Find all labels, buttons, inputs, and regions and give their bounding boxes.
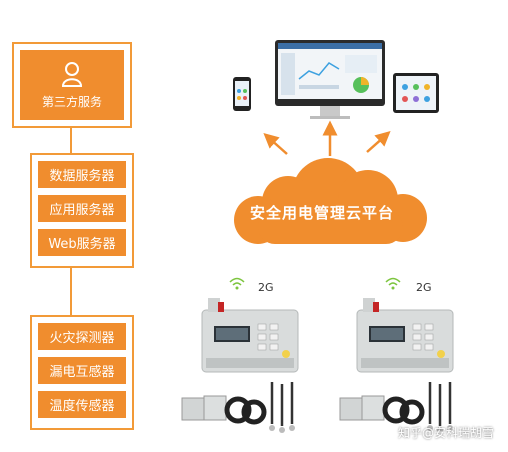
third-party-label: 第三方服务 (41, 94, 102, 109)
sensor-item-leak: 漏电互感器 (38, 357, 126, 384)
server-item-web: Web服务器 (38, 229, 126, 256)
devices-illustration (233, 40, 439, 119)
cloud-shape (234, 158, 427, 244)
wifi-icon (229, 277, 245, 290)
connector-line (70, 128, 72, 153)
user-icon (61, 61, 83, 87)
wifi-icon (385, 277, 401, 290)
tablet-icon (393, 73, 439, 113)
watermark: 知乎@安科瑞胡雪 (398, 426, 495, 440)
server-group-frame: 数据服务器 应用服务器 Web服务器 (30, 153, 134, 268)
connector-line (70, 268, 72, 315)
sensor-group-frame: 火灾探测器 漏电互感器 温度传感器 (30, 315, 134, 430)
sensor-hardware (339, 382, 453, 433)
phone-icon (233, 77, 251, 111)
monitor-icon (275, 40, 385, 119)
server-item-app: 应用服务器 (38, 195, 126, 222)
monitoring-device (356, 298, 454, 373)
arrow-left (263, 133, 288, 155)
third-party-box: 第三方服务 (20, 50, 124, 120)
sensor-hardware (181, 382, 295, 433)
monitoring-device (201, 298, 299, 373)
upload-arrows (263, 120, 391, 156)
sensor-item-temp: 温度传感器 (38, 391, 126, 418)
network-label-right: 2G (416, 281, 432, 294)
sensor-item-fire: 火灾探测器 (38, 323, 126, 350)
arrow-right (366, 131, 391, 153)
cloud-label: 安全用电管理云平台 (250, 204, 395, 222)
third-party-frame: 第三方服务 (12, 42, 132, 128)
server-item-data: 数据服务器 (38, 161, 126, 188)
network-label-left: 2G (258, 281, 274, 294)
